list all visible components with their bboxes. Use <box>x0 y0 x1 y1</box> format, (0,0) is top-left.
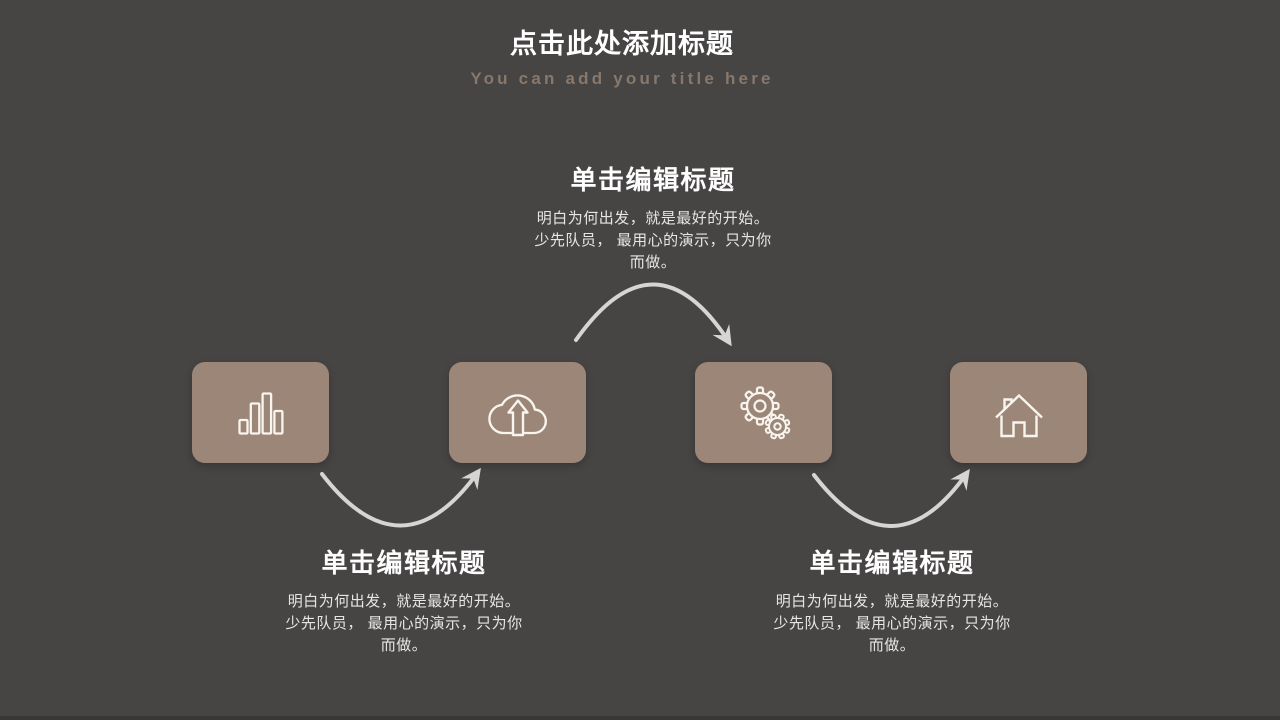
body-line: 而做。 <box>380 637 428 654</box>
body-line: 少先队员， 最用心的演示，只为你 <box>773 615 1011 632</box>
gears-icon <box>739 385 790 439</box>
text-block-body: 明白为何出发，就是最好的开始。 少先队员， 最用心的演示，只为你 而做。 <box>244 591 564 657</box>
text-block-title: 单击编辑标题 <box>809 548 975 578</box>
text-block-body: 明白为何出发，就是最好的开始。 少先队员， 最用心的演示，只为你 而做。 <box>493 208 813 274</box>
home-icon <box>994 393 1043 437</box>
cloud-upload-icon <box>487 393 547 436</box>
body-line: 明白为何出发，就是最好的开始。 <box>536 210 770 227</box>
bar-chart-icon <box>237 391 284 435</box>
text-block-bottom-right[interactable]: 单击编辑标题 明白为何出发，就是最好的开始。 少先队员， 最用心的演示，只为你 … <box>732 547 1052 657</box>
text-block-title: 单击编辑标题 <box>321 548 487 578</box>
step-card-3[interactable] <box>695 362 832 463</box>
arrow-1-2 <box>320 467 481 528</box>
body-line: 而做。 <box>629 254 677 271</box>
text-block-bottom-left[interactable]: 单击编辑标题 明白为何出发，就是最好的开始。 少先队员， 最用心的演示，只为你 … <box>244 547 564 657</box>
body-line: 少先队员， 最用心的演示，只为你 <box>285 615 523 632</box>
body-line: 而做。 <box>868 637 916 654</box>
slide-header: 点击此处添加标题 You can add your title here <box>0 28 1244 91</box>
arrow-3-4 <box>812 468 970 528</box>
text-block-top[interactable]: 单击编辑标题 明白为何出发，就是最好的开始。 少先队员， 最用心的演示，只为你 … <box>493 164 813 274</box>
body-line: 明白为何出发，就是最好的开始。 <box>287 593 521 610</box>
text-block-title: 单击编辑标题 <box>570 165 736 195</box>
slide-subtitle[interactable]: You can add your title here <box>470 69 774 88</box>
step-card-2[interactable] <box>449 362 586 463</box>
bottom-edge-strip <box>0 716 1280 720</box>
step-card-1[interactable] <box>192 362 329 463</box>
text-block-body: 明白为何出发，就是最好的开始。 少先队员， 最用心的演示，只为你 而做。 <box>732 591 1052 657</box>
arrow-2-3 <box>574 282 732 347</box>
body-line: 明白为何出发，就是最好的开始。 <box>775 593 1009 610</box>
slide-title[interactable]: 点击此处添加标题 <box>510 29 734 59</box>
body-line: 少先队员， 最用心的演示，只为你 <box>534 232 772 249</box>
step-card-4[interactable] <box>950 362 1087 463</box>
